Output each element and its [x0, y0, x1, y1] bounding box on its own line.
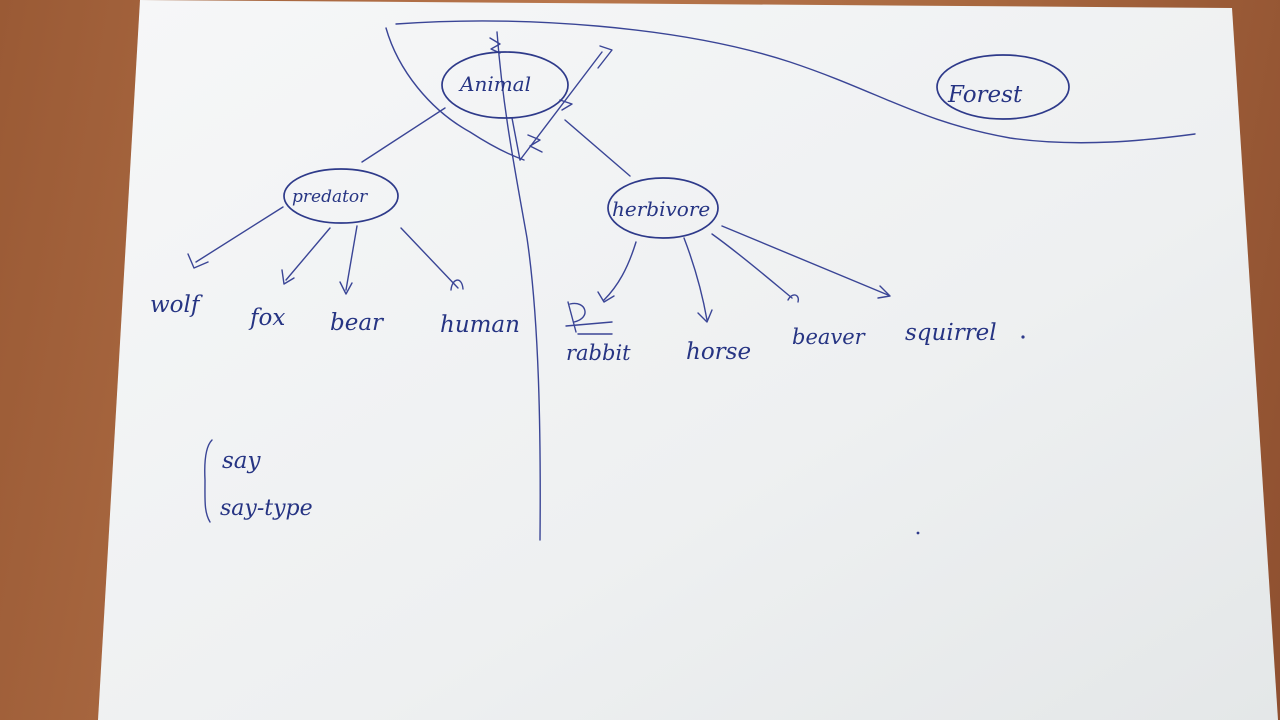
arrowhead-squirrel: [877, 285, 891, 299]
predator-node-oval: [283, 168, 399, 224]
arrowhead-beaver: [787, 294, 800, 303]
notes-bracket: [204, 439, 213, 523]
herbivore-node-label: herbivore: [612, 197, 710, 221]
arrowhead-wolf: [187, 253, 209, 269]
leaf-human: human: [440, 312, 520, 338]
forest-oval: [936, 54, 1070, 120]
edge-herbivore-rabbit: [603, 241, 637, 301]
edge-predator-wolf: [195, 206, 284, 263]
arrowhead-fox: [281, 269, 295, 285]
edge-herbivore-beaver: [711, 233, 793, 299]
edge-predator-human: [400, 227, 459, 289]
crossed-out-scribble: [565, 301, 613, 335]
predator-node-label: predator: [292, 187, 368, 207]
note-say: say: [222, 448, 262, 474]
scribble-mark: [527, 99, 573, 153]
leaf-bear: bear: [330, 310, 385, 336]
leaf-squirrel: squirrel: [905, 320, 997, 346]
diagonal-arrow-head: [597, 45, 613, 69]
ink-dot: [1021, 335, 1025, 339]
leaf-wolf: wolf: [150, 292, 203, 318]
leaf-fox: fox: [248, 305, 285, 331]
arrowhead-human: [450, 279, 464, 291]
edge-animal-herbivore: [564, 119, 631, 177]
animal-node-oval: [441, 51, 569, 119]
arrowhead-bear: [339, 281, 353, 295]
paper-sheet: [98, 0, 1278, 720]
edge-predator-bear: [345, 225, 358, 291]
edge-herbivore-horse: [683, 237, 708, 321]
edge-predator-fox: [285, 227, 331, 281]
diagonal-arrow-line: [519, 51, 603, 161]
note-say-type: say-type: [220, 496, 313, 521]
vertical-divider-line: [496, 31, 541, 541]
ink-dot-2: [916, 531, 920, 535]
arrowhead-rabbit: [597, 291, 615, 303]
leaf-beaver: beaver: [792, 325, 867, 349]
edge-herbivore-squirrel: [721, 225, 889, 296]
arrowhead-horse: [697, 309, 713, 323]
leaf-rabbit: rabbit: [566, 341, 631, 365]
divider-mark-top: [489, 37, 501, 54]
animal-node-label: Animal: [458, 72, 531, 96]
forest-boundary-line: [395, 20, 1196, 144]
diagonal-arrow-line-2: [511, 117, 521, 161]
forest-label: Forest: [947, 82, 1023, 108]
arc-line: [385, 27, 525, 161]
herbivore-node-oval: [607, 177, 719, 239]
leaf-horse: horse: [686, 339, 751, 365]
edge-animal-predator: [361, 107, 446, 163]
